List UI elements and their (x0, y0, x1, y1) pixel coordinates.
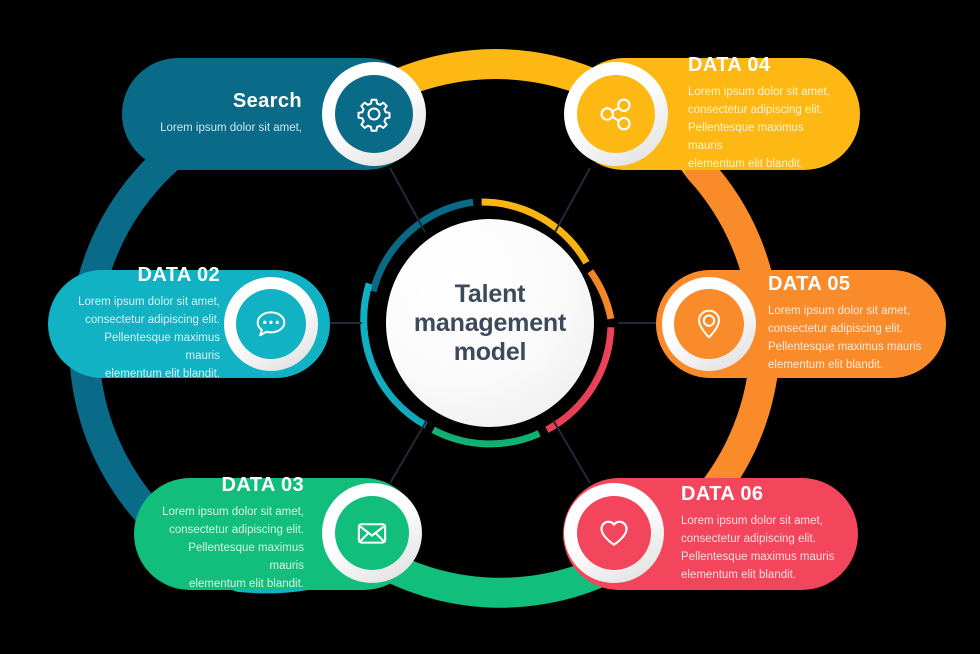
badge-data-04[interactable] (564, 62, 668, 166)
badge-search[interactable] (322, 62, 426, 166)
connector-search (389, 167, 426, 233)
heart-icon (600, 520, 628, 546)
card-data-05-title: DATA 05 (768, 273, 851, 296)
inner-arc-data-05 (587, 269, 615, 320)
gear-icon (357, 98, 391, 132)
inner-arc-data-06 (545, 327, 615, 433)
card-data-04-body: Lorem ipsum dolor sit amet, consectetur … (688, 86, 830, 170)
badge-inner-data-03 (335, 496, 409, 570)
card-search-body: Lorem ipsum dolor sit amet, (160, 122, 302, 135)
card-data-03-body: Lorem ipsum dolor sit amet, consectetur … (162, 506, 304, 590)
inner-ring (360, 198, 615, 448)
inner-arc-search (369, 198, 474, 293)
badge-inner-data-04 (577, 75, 655, 153)
inner-arc-data-02 (360, 282, 428, 429)
card-data-06-title: DATA 06 (681, 483, 764, 506)
card-data-03-title: DATA 03 (221, 474, 304, 497)
badge-inner-search (335, 75, 413, 153)
card-data-06-body: Lorem ipsum dolor sit amet, consectetur … (681, 515, 835, 581)
card-data-02-title: DATA 02 (137, 264, 220, 287)
card-search-title: Search (232, 90, 302, 113)
badge-data-05[interactable] (662, 277, 756, 371)
center-circle[interactable]: Talent management model (386, 219, 594, 427)
badge-data-03[interactable] (322, 483, 422, 583)
badge-inner-data-05 (674, 289, 744, 359)
card-data-02-body: Lorem ipsum dolor sit amet, consectetur … (78, 296, 220, 380)
badge-inner-data-02 (236, 289, 306, 359)
badge-inner-data-06 (577, 496, 651, 570)
card-data-05-body: Lorem ipsum dolor sit amet, consectetur … (768, 305, 922, 371)
inner-arc-data-03 (431, 426, 541, 448)
connector-data-06 (552, 419, 591, 484)
chat-bubble-icon (256, 311, 286, 337)
inner-arc-data-04 (481, 198, 590, 265)
badge-data-02[interactable] (224, 277, 318, 371)
center-title: Talent management model (413, 279, 567, 366)
badge-data-06[interactable] (564, 483, 664, 583)
radial-connectors (318, 167, 662, 484)
share-icon (600, 98, 631, 131)
connector-data-04 (554, 167, 591, 233)
location-pin-icon (698, 309, 720, 339)
connector-data-03 (389, 419, 428, 484)
envelope-icon (357, 523, 387, 544)
card-data-04-title: DATA 04 (688, 54, 771, 77)
